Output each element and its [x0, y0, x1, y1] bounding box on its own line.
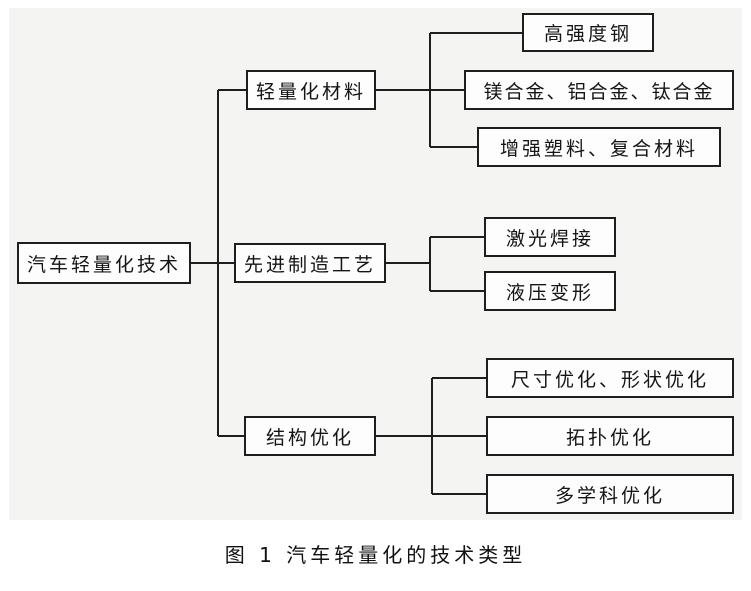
leaf-multidisciplinary-optimization: 多学科优化: [486, 474, 734, 514]
leaf-high-strength-steel: 高强度钢: [522, 13, 654, 52]
branch-structural-optimization: 结构优化: [244, 416, 376, 456]
root-node: 汽车轻量化技术: [17, 242, 191, 284]
leaf-hydroforming: 液压变形: [484, 271, 616, 311]
figure-caption: 图 1 汽车轻量化的技术类型: [224, 543, 527, 567]
leaf-topology-optimization: 拓扑优化: [486, 416, 734, 456]
leaf-laser-welding: 激光焊接: [484, 217, 616, 257]
leaf-alloys: 镁合金、铝合金、钛合金: [464, 70, 734, 110]
branch-advanced-manufacturing: 先进制造工艺: [234, 243, 386, 283]
leaf-size-shape-optimization: 尺寸优化、形状优化: [486, 358, 734, 398]
branch-lightweight-materials: 轻量化材料: [246, 70, 376, 110]
leaf-reinforced-plastics-composites: 增强塑料、复合材料: [477, 127, 721, 167]
